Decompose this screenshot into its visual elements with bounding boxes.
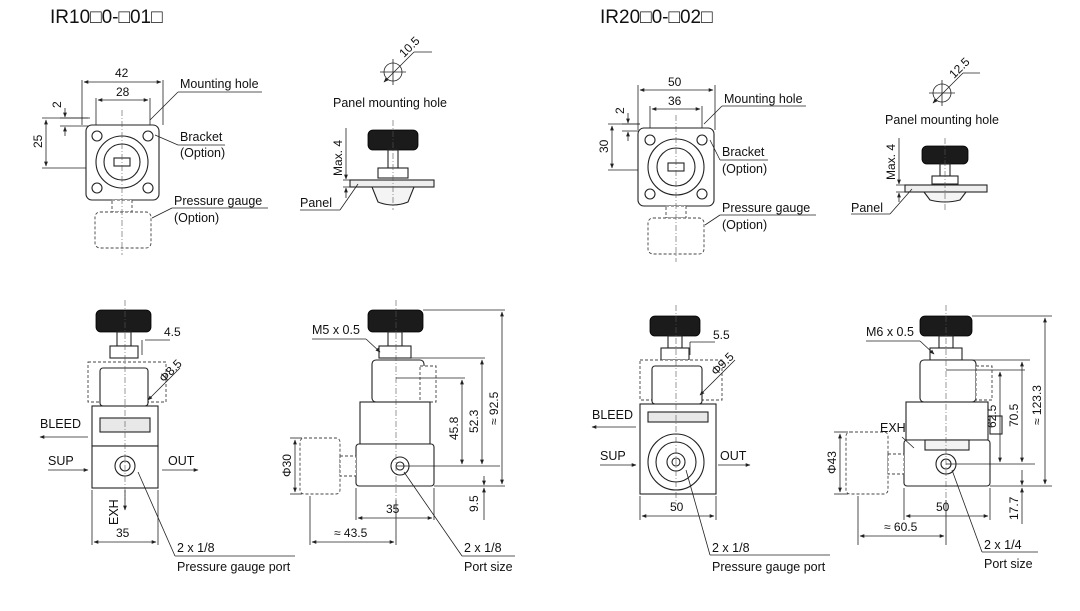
right-mounting-hole-label: Mounting hole	[724, 92, 803, 106]
left-top-dim-height: 25	[31, 134, 45, 148]
right-panel-view: 12.5 Panel mounting hole Max. 4 Panel	[851, 54, 999, 215]
right-gauge-port-size: 2 x 1/8	[712, 541, 750, 555]
right-bracket-option: (Option)	[722, 162, 767, 176]
right-front-dim-55: 5.5	[713, 328, 730, 342]
left-exh-label: EXH	[107, 499, 121, 525]
left-port-label: Port size	[464, 560, 513, 574]
right-side-thread: M6 x 0.5	[866, 325, 914, 339]
right-side-dim-1233: ≈ 123.3	[1030, 385, 1044, 425]
left-side-dim-95: 9.5	[467, 495, 481, 512]
right-front-view: 5.5 Φ9.5 BLEED SUP OUT 50 2 x 1/8 Pressu…	[591, 305, 830, 574]
left-sup-label: SUP	[48, 454, 74, 468]
right-side-dim-phi43: Φ43	[825, 451, 839, 474]
left-top-dim-pitch: 28	[116, 85, 130, 99]
left-side-dim-523: 52.3	[467, 409, 481, 433]
right-side-dim-625: 62.5	[985, 404, 999, 428]
right-gauge-label: Pressure gauge	[722, 201, 810, 215]
left-gauge-port-size: 2 x 1/8	[177, 541, 215, 555]
left-side-dim-435: ≈ 43.5	[334, 526, 368, 540]
left-out-label: OUT	[168, 454, 195, 468]
right-out-label: OUT	[720, 449, 747, 463]
left-bleed-label: BLEED	[40, 417, 81, 431]
left-front-dim-width: 35	[116, 526, 130, 540]
left-top-dim-offset: 2	[50, 101, 64, 108]
left-panel-label: Panel	[300, 196, 332, 210]
left-panel-view: 10.5 Panel mounting hole Max. 4 Panel	[300, 33, 447, 211]
right-port-size: 2 x 1/4	[984, 538, 1022, 552]
left-front-view: 4.5 Φ8.5 BLEED SUP OUT EXH 35 2 x 1/8 Pr…	[39, 300, 295, 574]
left-panel-max-thickness: Max. 4	[331, 140, 345, 176]
right-exh-label: EXH	[880, 421, 906, 435]
right-panel-hole-dia: 12.5	[946, 54, 973, 81]
right-panel-label: Panel	[851, 201, 883, 215]
left-side-dim-458: 45.8	[447, 416, 461, 440]
right-panel-mounting-hole-label: Panel mounting hole	[885, 113, 999, 127]
right-gauge-option: (Option)	[722, 218, 767, 232]
left-gauge-port-label: Pressure gauge port	[177, 560, 291, 574]
right-side-view: M6 x 0.5 EXH 62.5 70.5 ≈ 123.3 17.7 Φ43 …	[825, 305, 1052, 571]
left-panel-mounting-hole-label: Panel mounting hole	[333, 96, 447, 110]
right-bracket-label: Bracket	[722, 145, 765, 159]
right-side-dim-50: 50	[936, 500, 950, 514]
left-top-view: 42 28 2 25 Mounting hole Bracket (Op	[31, 66, 268, 255]
left-mounting-hole-label: Mounting hole	[180, 77, 259, 91]
left-top-dim-width: 42	[115, 66, 129, 80]
left-bracket-label: Bracket	[180, 130, 223, 144]
left-front-dim-45: 4.5	[164, 325, 181, 339]
right-sup-label: SUP	[600, 449, 626, 463]
left-side-dim-925: ≈ 92.5	[487, 391, 501, 425]
right-port-label: Port size	[984, 557, 1033, 571]
right-panel-max-thickness: Max. 4	[884, 144, 898, 180]
left-front-dim-phi: Φ8.5	[156, 356, 185, 385]
right-top-dim-offset: 2	[613, 107, 627, 114]
left-side-dim-35: 35	[386, 502, 400, 516]
left-port-size: 2 x 1/8	[464, 541, 502, 555]
left-gauge-label: Pressure gauge	[174, 194, 262, 208]
right-top-view: 50 36 2 30 Mounting hole Bracket (Option…	[597, 75, 816, 262]
left-model-title: IR10□0-□01□	[50, 7, 163, 28]
left-side-thread: M5 x 0.5	[312, 323, 360, 337]
right-front-dim-phi: Φ9.5	[708, 349, 737, 378]
right-bleed-label: BLEED	[592, 408, 633, 422]
left-side-dim-phi30: Φ30	[280, 454, 294, 477]
right-top-dim-pitch: 36	[668, 94, 682, 108]
left-gauge-option: (Option)	[174, 211, 219, 225]
right-model-title: IR20□0-□02□	[600, 7, 713, 28]
right-side-dim-705: 70.5	[1007, 403, 1021, 427]
right-top-dim-height: 30	[597, 139, 611, 153]
right-front-dim-width: 50	[670, 500, 684, 514]
right-side-dim-605: ≈ 60.5	[884, 520, 918, 534]
left-bracket-option: (Option)	[180, 146, 225, 160]
right-top-dim-width: 50	[668, 75, 682, 89]
left-panel-hole-dia: 10.5	[396, 33, 423, 60]
right-side-dim-177: 17.7	[1007, 496, 1021, 520]
left-side-view: M5 x 0.5 45.8 52.3 ≈ 92.5 9.5 Φ30 35 ≈ 4…	[280, 300, 515, 574]
right-gauge-port-label: Pressure gauge port	[712, 560, 826, 574]
